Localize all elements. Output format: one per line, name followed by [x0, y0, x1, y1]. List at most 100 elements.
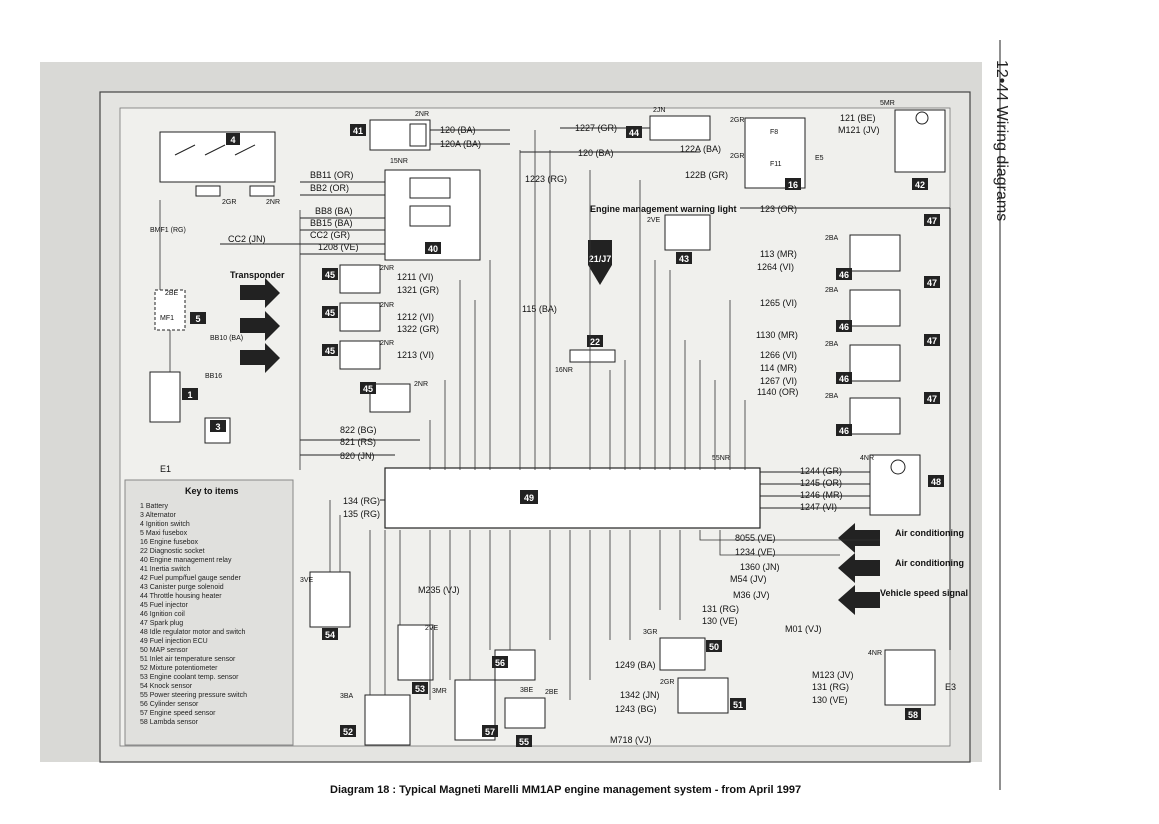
svg-text:134 (RG): 134 (RG): [343, 496, 380, 506]
svg-text:1212 (VI): 1212 (VI): [397, 312, 434, 322]
svg-text:120 (BA): 120 (BA): [578, 148, 614, 158]
svg-text:2BA: 2BA: [825, 341, 839, 348]
svg-text:2BE: 2BE: [165, 290, 179, 297]
fuel-injection-ecu: 49 55NR 822 (BG) 821 (RS) 820 (JN) 134 (…: [300, 425, 761, 529]
svg-text:121 (BE): 121 (BE): [840, 113, 876, 123]
svg-text:47: 47: [927, 216, 937, 226]
svg-text:44 Throttle housing heater: 44 Throttle housing heater: [140, 593, 222, 600]
svg-text:1267 (VI): 1267 (VI): [760, 376, 797, 386]
svg-text:16: 16: [788, 180, 798, 190]
svg-text:BB10 (BA): BB10 (BA): [210, 335, 243, 342]
lower-sensors: 54 3VE 52 3BA 53 2VE M235 (VJ) 57 3MR 55…: [300, 571, 559, 747]
svg-text:Key to items: Key to items: [185, 486, 239, 496]
svg-text:820 (JN): 820 (JN): [340, 451, 375, 461]
svg-text:47: 47: [927, 394, 937, 404]
svg-text:43 Canister purge solenoid: 43 Canister purge solenoid: [140, 584, 224, 591]
svg-text:55NR: 55NR: [712, 455, 730, 462]
svg-text:BB8 (BA): BB8 (BA): [315, 206, 353, 216]
svg-text:5 Maxi fusebox: 5 Maxi fusebox: [140, 530, 188, 537]
svg-text:1245 (OR): 1245 (OR): [800, 478, 842, 488]
svg-text:51: 51: [733, 700, 743, 710]
battery-section: 2BE MF1 5 1 E1 3 BMF1 (RG) BB10 (BA) BB1…: [149, 227, 243, 474]
svg-text:CC2 (GR): CC2 (GR): [310, 230, 350, 240]
svg-text:BB15 (BA): BB15 (BA): [310, 218, 353, 228]
svg-text:123 (OR): 123 (OR): [760, 204, 797, 214]
svg-text:MF1: MF1: [160, 315, 174, 322]
svg-text:2NR: 2NR: [415, 111, 429, 118]
svg-text:2GR: 2GR: [730, 117, 744, 124]
svg-text:122B (GR): 122B (GR): [685, 170, 728, 180]
svg-text:46 Ignition coil: 46 Ignition coil: [140, 611, 185, 618]
svg-text:55 Power steering pressure sw: 55 Power steering pressure switch: [140, 692, 247, 699]
svg-text:2GR: 2GR: [660, 679, 674, 686]
svg-text:1: 1: [187, 390, 192, 400]
svg-text:2NR: 2NR: [380, 302, 394, 309]
svg-text:2NR: 2NR: [414, 381, 428, 388]
svg-text:57 Engine speed sensor: 57 Engine speed sensor: [140, 710, 216, 717]
svg-text:47: 47: [927, 336, 937, 346]
svg-text:2JN: 2JN: [653, 107, 665, 114]
svg-text:48: 48: [931, 477, 941, 487]
svg-text:1265 (VI): 1265 (VI): [760, 298, 797, 308]
svg-text:E3: E3: [945, 682, 956, 692]
engine-fusebox: 16 F8 F11 2GR 2GR 122A (BA) 122B (GR): [680, 117, 806, 190]
svg-text:BB16: BB16: [205, 373, 222, 380]
svg-text:44: 44: [629, 128, 639, 138]
svg-text:4 Ignition switch: 4 Ignition switch: [140, 521, 190, 528]
svg-text:46: 46: [839, 426, 849, 436]
svg-text:1211 (VI): 1211 (VI): [397, 272, 433, 282]
svg-text:1247 (VI): 1247 (VI): [800, 502, 837, 512]
svg-text:56: 56: [495, 658, 505, 668]
svg-text:46: 46: [839, 270, 849, 280]
svg-text:46: 46: [839, 322, 849, 332]
svg-text:48 Idle regulator motor and s: 48 Idle regulator motor and switch: [140, 629, 246, 636]
svg-text:50: 50: [709, 642, 719, 652]
svg-text:16NR: 16NR: [555, 367, 573, 374]
svg-text:M123 (JV): M123 (JV): [812, 670, 854, 680]
svg-text:BB2 (OR): BB2 (OR): [310, 183, 349, 193]
svg-text:53: 53: [415, 684, 425, 694]
svg-text:3BA: 3BA: [340, 693, 354, 700]
idle-regulator: 48 4NR 1244 (GR) 1245 (OR) 1246 (MR) 124…: [760, 454, 944, 516]
svg-text:Air conditioning: Air conditioning: [895, 528, 964, 538]
diagram-caption: Diagram 18 : Typical Magneti Marelli MM1…: [330, 784, 802, 796]
svg-text:M718 (VJ): M718 (VJ): [610, 735, 652, 745]
svg-text:3: 3: [215, 422, 220, 432]
svg-text:3 Alternator: 3 Alternator: [140, 512, 176, 519]
svg-text:F8: F8: [770, 129, 778, 136]
svg-text:3MR: 3MR: [432, 688, 447, 695]
svg-text:1243 (BG): 1243 (BG): [615, 704, 657, 714]
svg-text:E5: E5: [815, 155, 824, 162]
svg-text:1266 (VI): 1266 (VI): [760, 350, 797, 360]
svg-text:113 (MR): 113 (MR): [760, 249, 797, 259]
svg-text:822 (BG): 822 (BG): [340, 425, 377, 435]
svg-text:5MR: 5MR: [880, 100, 895, 107]
svg-text:41 Inertia switch: 41 Inertia switch: [140, 566, 191, 573]
svg-text:1130 (MR): 1130 (MR): [756, 330, 798, 340]
throttle-housing-heater: 44 2JN 1227 (GR) 120 (BA): [520, 107, 711, 158]
svg-text:42: 42: [915, 180, 925, 190]
svg-text:BMF1 (RG): BMF1 (RG): [150, 227, 186, 234]
svg-text:42 Fuel pump/fuel gauge sende: 42 Fuel pump/fuel gauge sender: [140, 575, 241, 582]
svg-text:2GR: 2GR: [222, 199, 236, 206]
svg-text:821 (RS): 821 (RS): [340, 437, 376, 447]
svg-text:1360 (JN): 1360 (JN): [740, 562, 780, 572]
svg-text:15NR: 15NR: [390, 158, 408, 165]
svg-text:CC2 (JN): CC2 (JN): [228, 234, 266, 244]
svg-text:M121 (JV): M121 (JV): [838, 125, 880, 135]
svg-text:130 (VE): 130 (VE): [702, 616, 738, 626]
svg-text:3GR: 3GR: [643, 629, 657, 636]
svg-text:2BA: 2BA: [825, 393, 839, 400]
svg-text:1322 (GR): 1322 (GR): [397, 324, 439, 334]
svg-text:2VE: 2VE: [647, 217, 661, 224]
svg-text:F11: F11: [770, 161, 782, 168]
lambda-sensor: 58 4NR E3 M01 (VJ) M123 (JV) 131 (RG) 13…: [702, 604, 956, 720]
svg-text:45: 45: [325, 346, 335, 356]
svg-text:56 Cylinder sensor: 56 Cylinder sensor: [140, 701, 199, 708]
svg-text:5: 5: [195, 314, 200, 324]
svg-text:45: 45: [363, 384, 373, 394]
ignition-switch: 4 2GR 2NR: [159, 131, 280, 206]
inertia-switch: 41 2NR 120 (BA) 120A (BA): [350, 111, 510, 151]
svg-text:45 Fuel injector: 45 Fuel injector: [140, 602, 189, 609]
